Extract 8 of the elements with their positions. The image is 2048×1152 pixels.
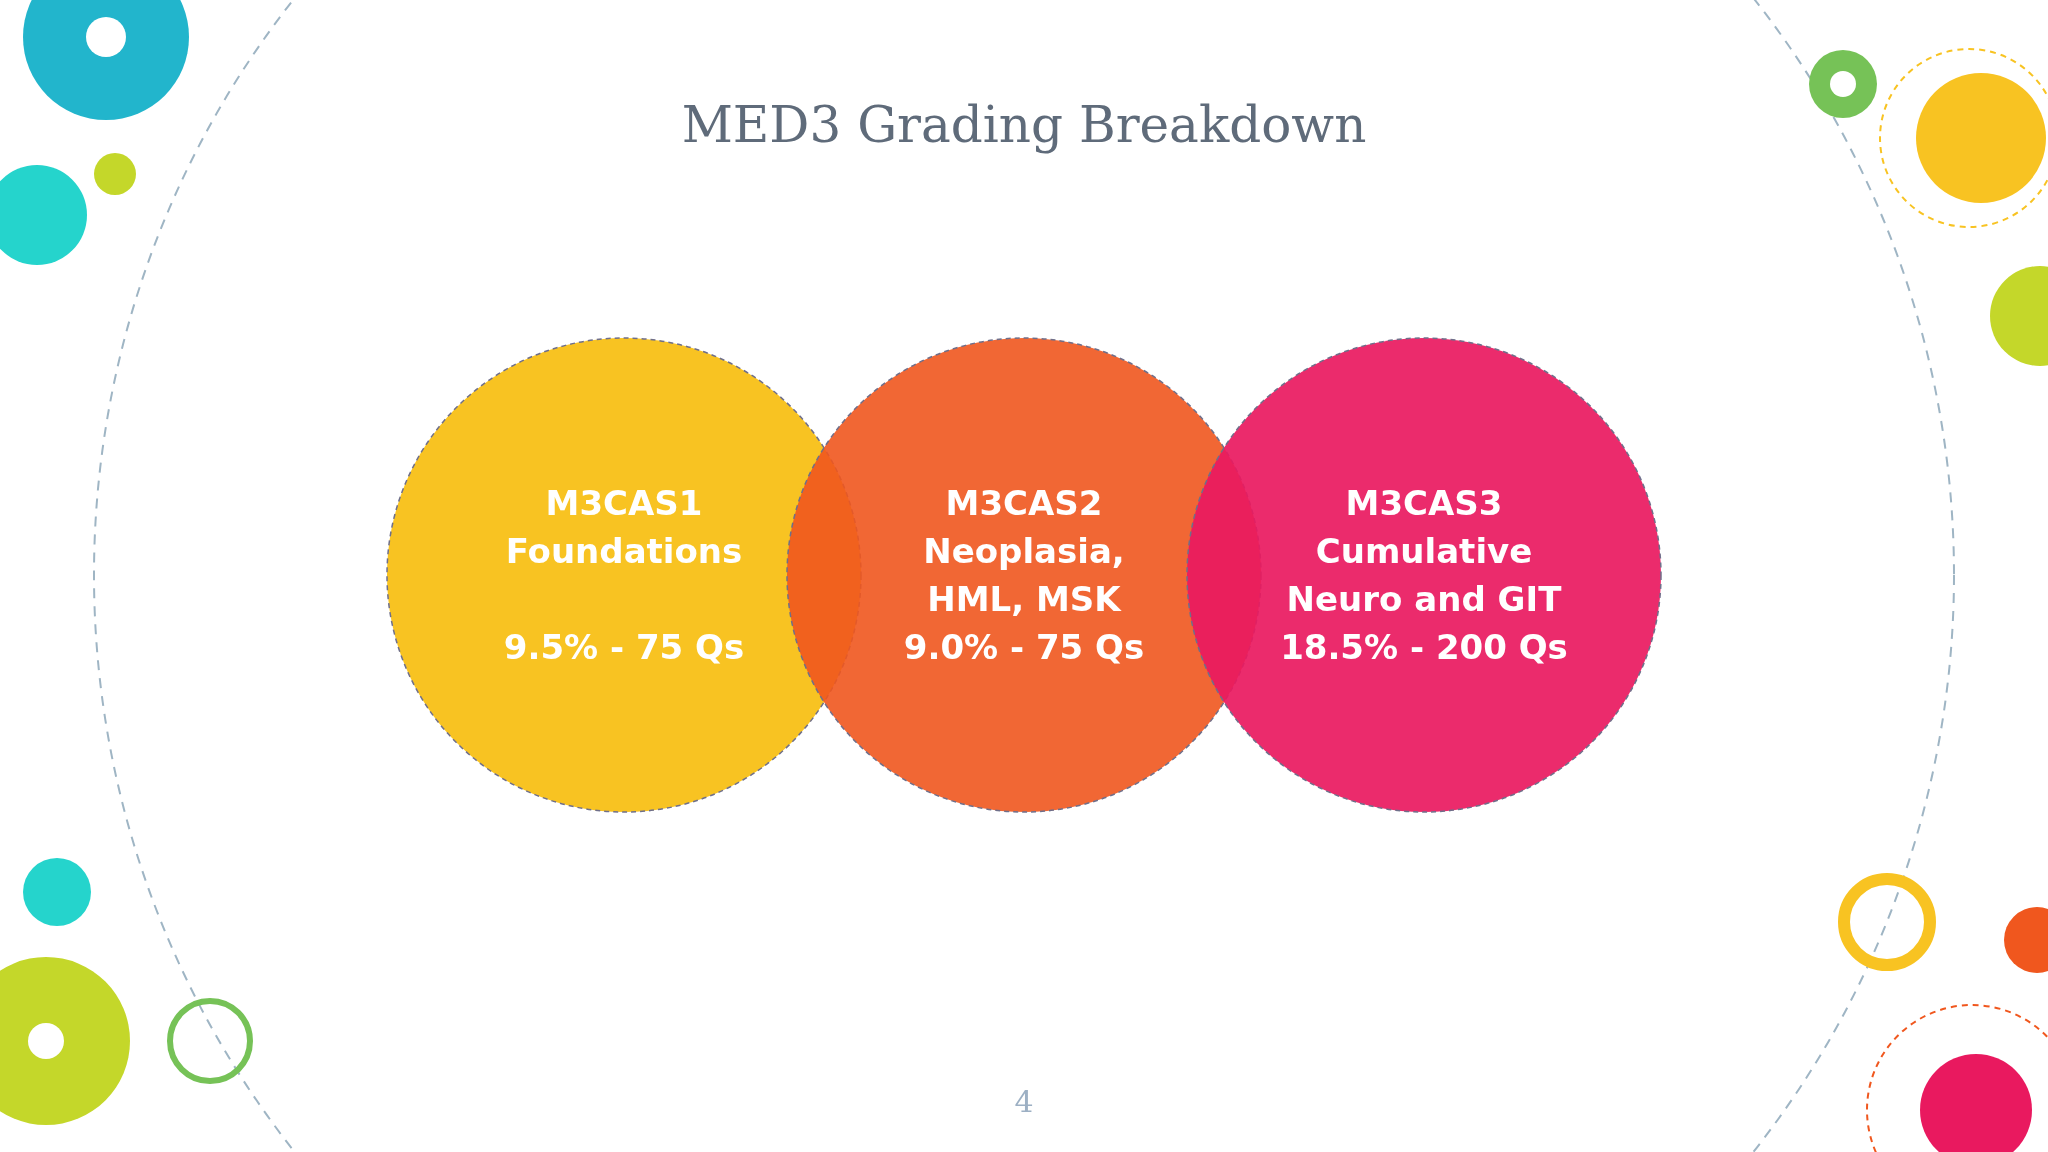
circle-value: 18.5% - 200 Qs: [1279, 626, 1569, 669]
circle-value: 9.5% - 75 Qs: [502, 626, 746, 669]
circle-value: 9.0% - 75 Qs: [902, 626, 1146, 669]
circle-heading: M3CAS2 Neoplasia, HML, MSK: [922, 482, 1126, 621]
title: MED3 Grading Breakdown: [681, 96, 1367, 154]
page-number: 4: [1013, 1084, 1035, 1119]
circle-heading: M3CAS1 Foundations: [504, 482, 744, 573]
circle-heading: M3CAS3 Cumulative Neuro and GIT: [1285, 482, 1563, 621]
